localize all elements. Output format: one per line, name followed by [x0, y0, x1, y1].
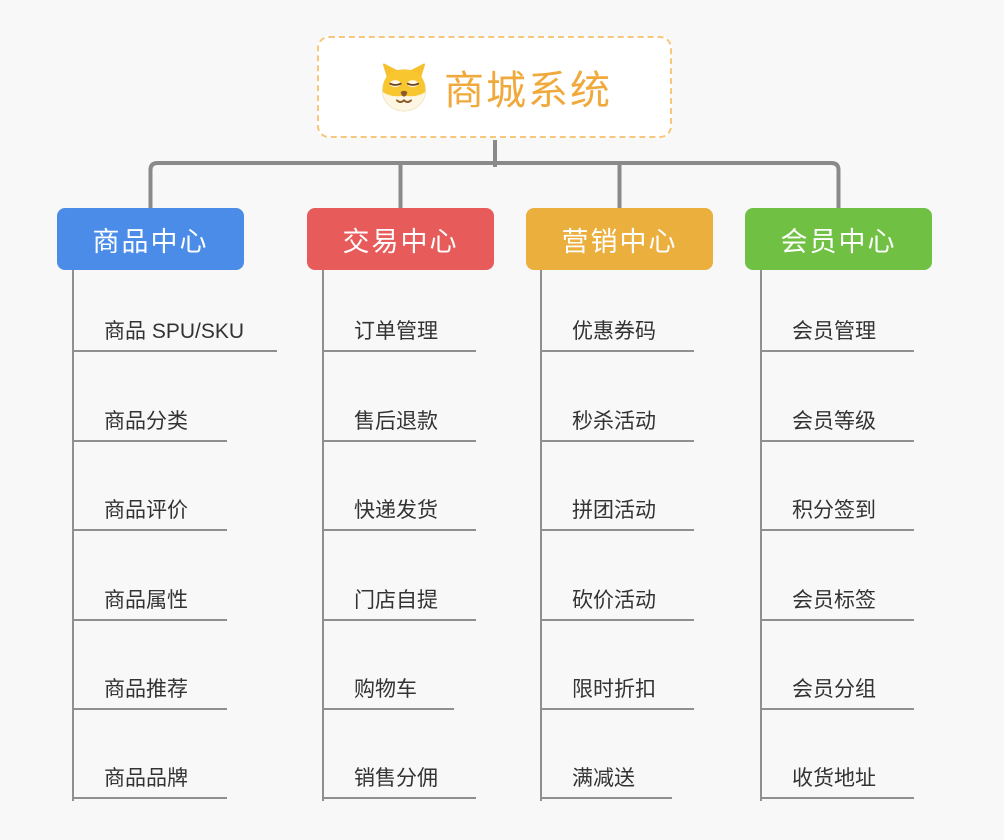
- root-node[interactable]: 商城系统: [317, 36, 672, 138]
- leaf-item[interactable]: 商品 SPU/SKU: [73, 307, 277, 352]
- leaf-item[interactable]: 商品推荐: [73, 665, 227, 710]
- leaf-item[interactable]: 拼团活动: [541, 486, 694, 531]
- branch-connector-line: [540, 270, 542, 801]
- leaf-item[interactable]: 积分签到: [761, 486, 914, 531]
- leaf-item[interactable]: 订单管理: [323, 307, 476, 352]
- leaf-item[interactable]: 快递发货: [323, 486, 476, 531]
- branch-box-product-center[interactable]: 商品中心: [57, 208, 244, 270]
- leaf-item[interactable]: 购物车: [323, 665, 454, 710]
- leaf-item[interactable]: 会员标签: [761, 576, 914, 621]
- branch-connector-line: [72, 270, 74, 801]
- branch-box-marketing-center[interactable]: 营销中心: [526, 208, 713, 270]
- leaf-item[interactable]: 会员管理: [761, 307, 914, 352]
- leaf-item[interactable]: 商品品牌: [73, 754, 227, 799]
- leaf-item[interactable]: 商品属性: [73, 576, 227, 621]
- leaf-item[interactable]: 砍价活动: [541, 576, 694, 621]
- leaf-item[interactable]: 会员等级: [761, 397, 914, 442]
- leaf-item[interactable]: 秒杀活动: [541, 397, 694, 442]
- branch-connector-line: [760, 270, 762, 801]
- root-title: 商城系统: [444, 69, 612, 113]
- branch-box-trade-center[interactable]: 交易中心: [307, 208, 494, 270]
- leaf-item[interactable]: 门店自提: [323, 576, 476, 621]
- leaf-item[interactable]: 售后退款: [323, 397, 476, 442]
- dog-icon: [381, 63, 427, 112]
- leaf-item[interactable]: 销售分佣: [323, 754, 476, 799]
- leaf-item[interactable]: 商品分类: [73, 397, 227, 442]
- branch-box-member-center[interactable]: 会员中心: [745, 208, 932, 270]
- leaf-item[interactable]: 会员分组: [761, 665, 914, 710]
- leaf-item[interactable]: 优惠券码: [541, 307, 694, 352]
- leaf-item[interactable]: 限时折扣: [541, 665, 694, 710]
- branch-connector-line: [322, 270, 324, 801]
- leaf-item[interactable]: 商品评价: [73, 486, 227, 531]
- leaf-item[interactable]: 收货地址: [761, 754, 914, 799]
- leaf-item[interactable]: 满减送: [541, 754, 672, 799]
